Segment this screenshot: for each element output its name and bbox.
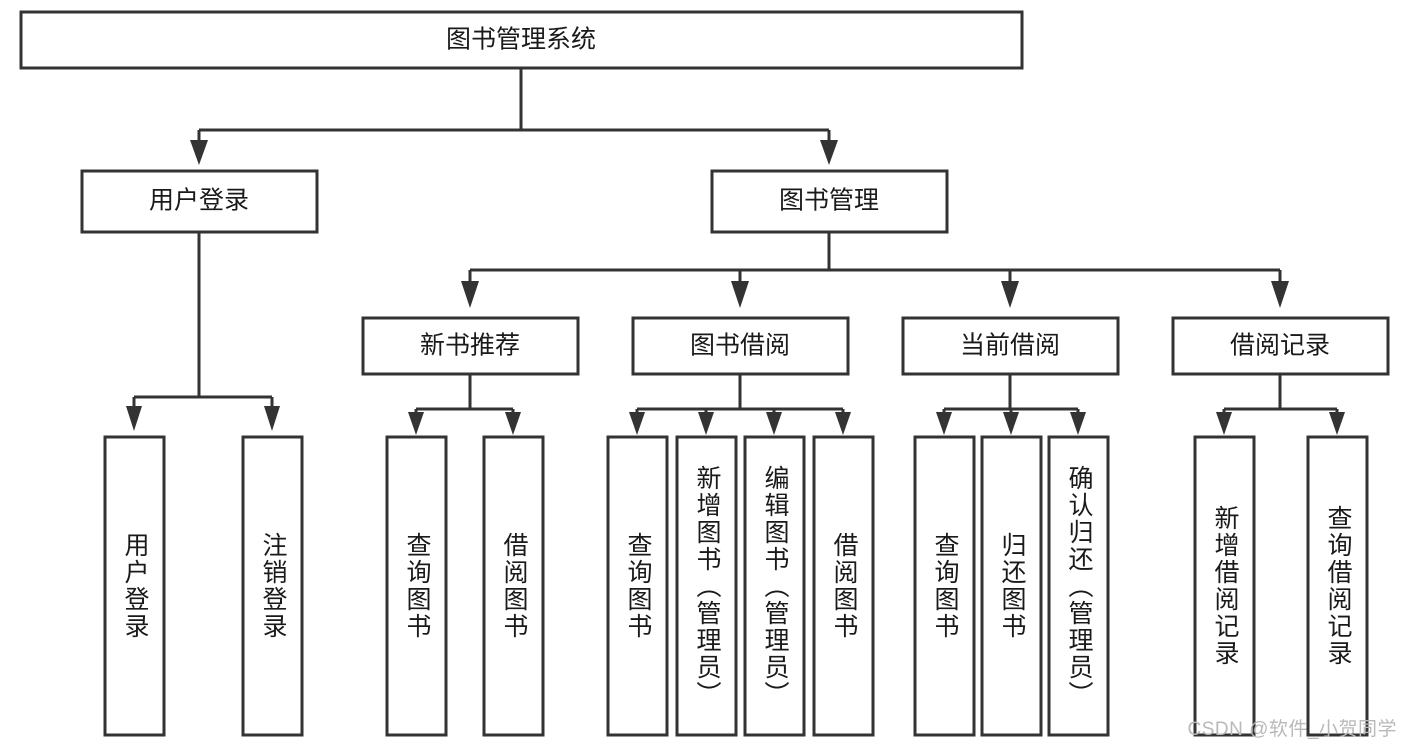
arrow-book-borrow [731,281,749,308]
leaf-box-query-record[interactable] [1306,435,1369,737]
arrow-leaf-borrow-book-2 [835,412,851,435]
leaf-box-add-book[interactable] [675,435,738,737]
arrow-leaf-borrow-book-1 [505,412,521,435]
book-borrow-label: 图书借阅 [690,332,790,360]
new-book-recommend-box[interactable] [361,316,580,376]
leaf-box-user-logout[interactable] [241,435,304,737]
arrow-new-book-recommend [461,281,479,308]
node-book-manage[interactable]: 图书管理 [710,169,949,234]
arrow-leaf-query-book-2 [629,412,645,435]
arrow-leaf-confirm-return [1070,412,1086,435]
root-label: 图书管理系统 [446,26,596,54]
arrow-current-borrow [1001,281,1019,308]
leaf-box-edit-book[interactable] [743,435,806,737]
leaf-box-user-login[interactable] [103,435,166,737]
arrow-leaf-user-login [126,406,142,431]
arrow-leaf-add-book [698,412,714,435]
leaf-box-borrow-book-1[interactable] [482,435,545,737]
leaf-box-return-book[interactable] [980,435,1043,737]
arrow-leaf-query-book-3 [936,412,952,435]
user-login-label: 用户登录 [149,187,249,215]
arrow-leaf-add-record [1216,412,1232,435]
leaf-box-query-book-2[interactable] [606,435,669,737]
leaf-box-borrow-book-2[interactable] [812,435,875,737]
node-user-login[interactable]: 用户登录 [80,169,319,234]
root-box[interactable] [19,10,1024,70]
arrow-leaf-return-book [1003,412,1019,435]
node-borrow-record[interactable]: 借阅记录 [1171,316,1390,376]
book-borrow-box[interactable] [631,316,850,376]
current-borrow-box[interactable] [901,316,1120,376]
arrow-book-manage [820,140,838,165]
borrow-record-label: 借阅记录 [1230,332,1330,360]
leaf-box-query-book-1[interactable] [385,435,448,737]
new-book-recommend-label: 新书推荐 [420,332,520,360]
arrow-leaf-edit-book [766,412,782,435]
current-borrow-label: 当前借阅 [960,332,1060,360]
leaf-box-confirm-return[interactable] [1047,435,1110,737]
borrow-record-box[interactable] [1171,316,1390,376]
arrow-user-login [190,140,208,165]
leaf-box-add-record[interactable] [1193,435,1256,737]
book-manage-label: 图书管理 [779,187,879,215]
book-manage-box[interactable] [710,169,949,234]
arrow-borrow-record [1271,281,1289,308]
arrow-leaf-query-book-1 [408,412,424,435]
arrow-leaf-user-logout [264,406,280,431]
leaf-box-query-book-3[interactable] [913,435,976,737]
node-book-borrow[interactable]: 图书借阅 [631,316,850,376]
node-new-book-recommend[interactable]: 新书推荐 [361,316,580,376]
arrow-leaf-query-record [1329,412,1345,435]
node-root[interactable]: 图书管理系统 [19,10,1024,70]
node-current-borrow[interactable]: 当前借阅 [901,316,1120,376]
